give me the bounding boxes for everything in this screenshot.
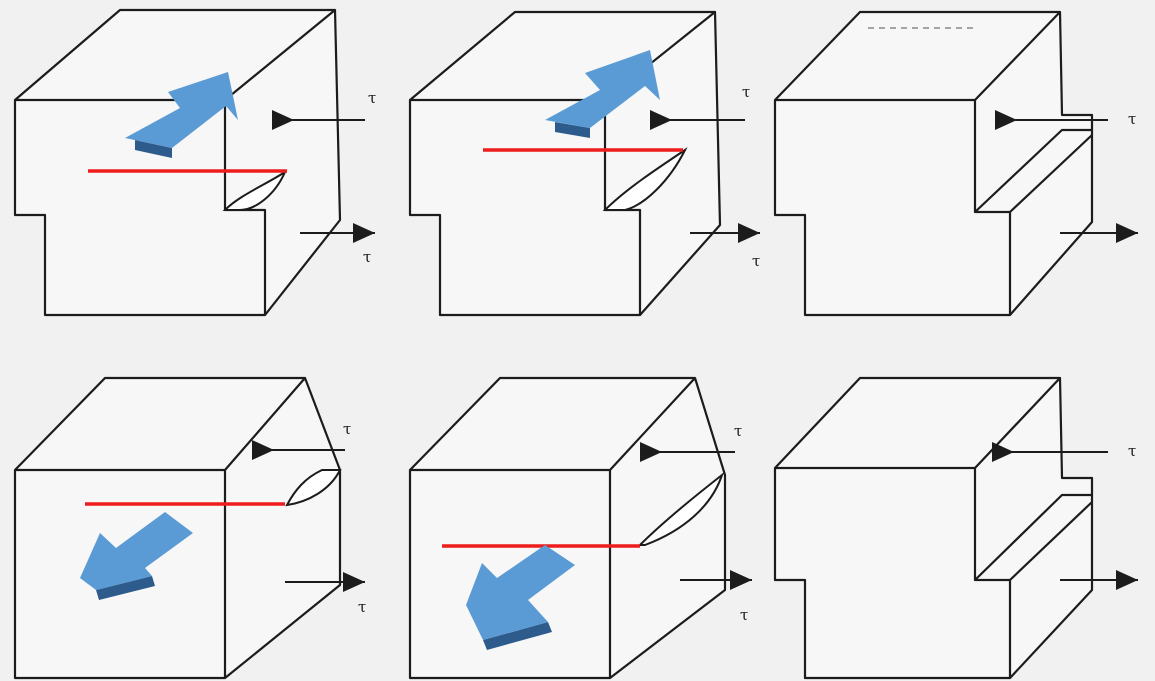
tau-label: τ [1128,110,1136,128]
block-outline [773,10,1094,317]
block-outline [773,376,1094,680]
panel-c: τ [773,10,1138,317]
tau-label: τ [343,420,351,438]
dislocation-loop [285,469,342,507]
tau-label: τ [368,89,376,107]
dislocation-loop [602,147,688,211]
slip-direction-arrow [545,50,660,138]
tau-label: τ [742,83,750,101]
panel-b: τ τ [408,10,760,317]
tau-label: τ [363,248,371,266]
panel-f: τ [773,376,1138,680]
slip-direction-arrow [466,545,575,650]
tau-label: τ [740,606,748,624]
slip-direction-arrow [125,72,238,158]
tau-label: τ [752,252,760,270]
tau-label: τ [734,422,742,440]
tau-label: τ [1128,442,1136,460]
block-outline [408,376,727,680]
slip-direction-arrow [80,512,193,600]
panel-a: τ τ [13,8,376,317]
panel-d: τ τ [13,376,366,680]
panel-e: τ τ [408,376,752,680]
tau-label: τ [358,598,366,616]
dislocation-loop [637,472,724,546]
